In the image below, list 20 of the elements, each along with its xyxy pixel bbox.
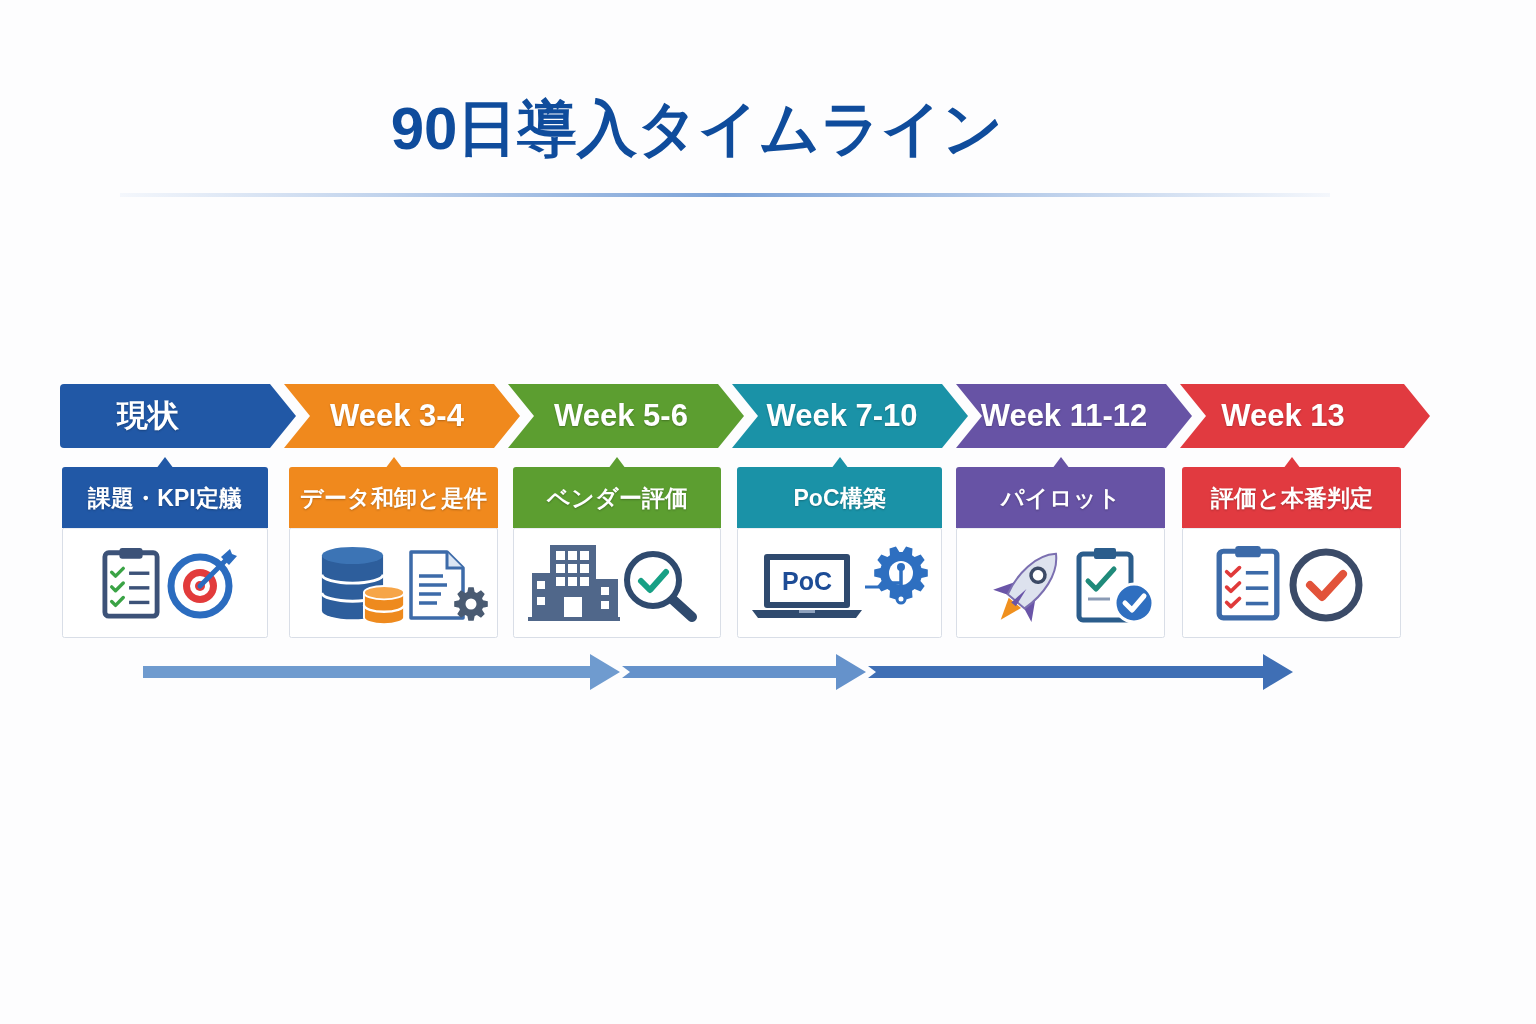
phase-card: [513, 456, 721, 638]
card-heading: 評価と本番判定: [1210, 483, 1373, 512]
card-heading: 課題・KPI定艤: [88, 483, 242, 512]
screen-label: PoC: [782, 566, 832, 596]
phase-card: [1182, 456, 1401, 638]
phase-card: [737, 456, 942, 638]
phase-card: [289, 456, 498, 638]
phase-banner: Week 11-12: [956, 384, 1192, 448]
card-heading: データ和卸と是件: [300, 483, 487, 512]
phase-card: [62, 456, 268, 638]
title: 90日導入タイムライン: [390, 96, 1004, 162]
phase-banner: Week 7-10: [732, 384, 968, 448]
card-heading: パイロット: [1000, 483, 1121, 512]
phase-banner: Week 5-6: [508, 384, 744, 448]
card-heading: ベンダー評価: [546, 483, 688, 512]
phase-card: [956, 456, 1165, 638]
phase-banner: Week 3-4: [284, 384, 520, 448]
phase-banner: 現状: [60, 384, 296, 448]
card-heading: PoC構築: [793, 483, 886, 512]
phase-banner: Week 13: [1180, 384, 1430, 448]
